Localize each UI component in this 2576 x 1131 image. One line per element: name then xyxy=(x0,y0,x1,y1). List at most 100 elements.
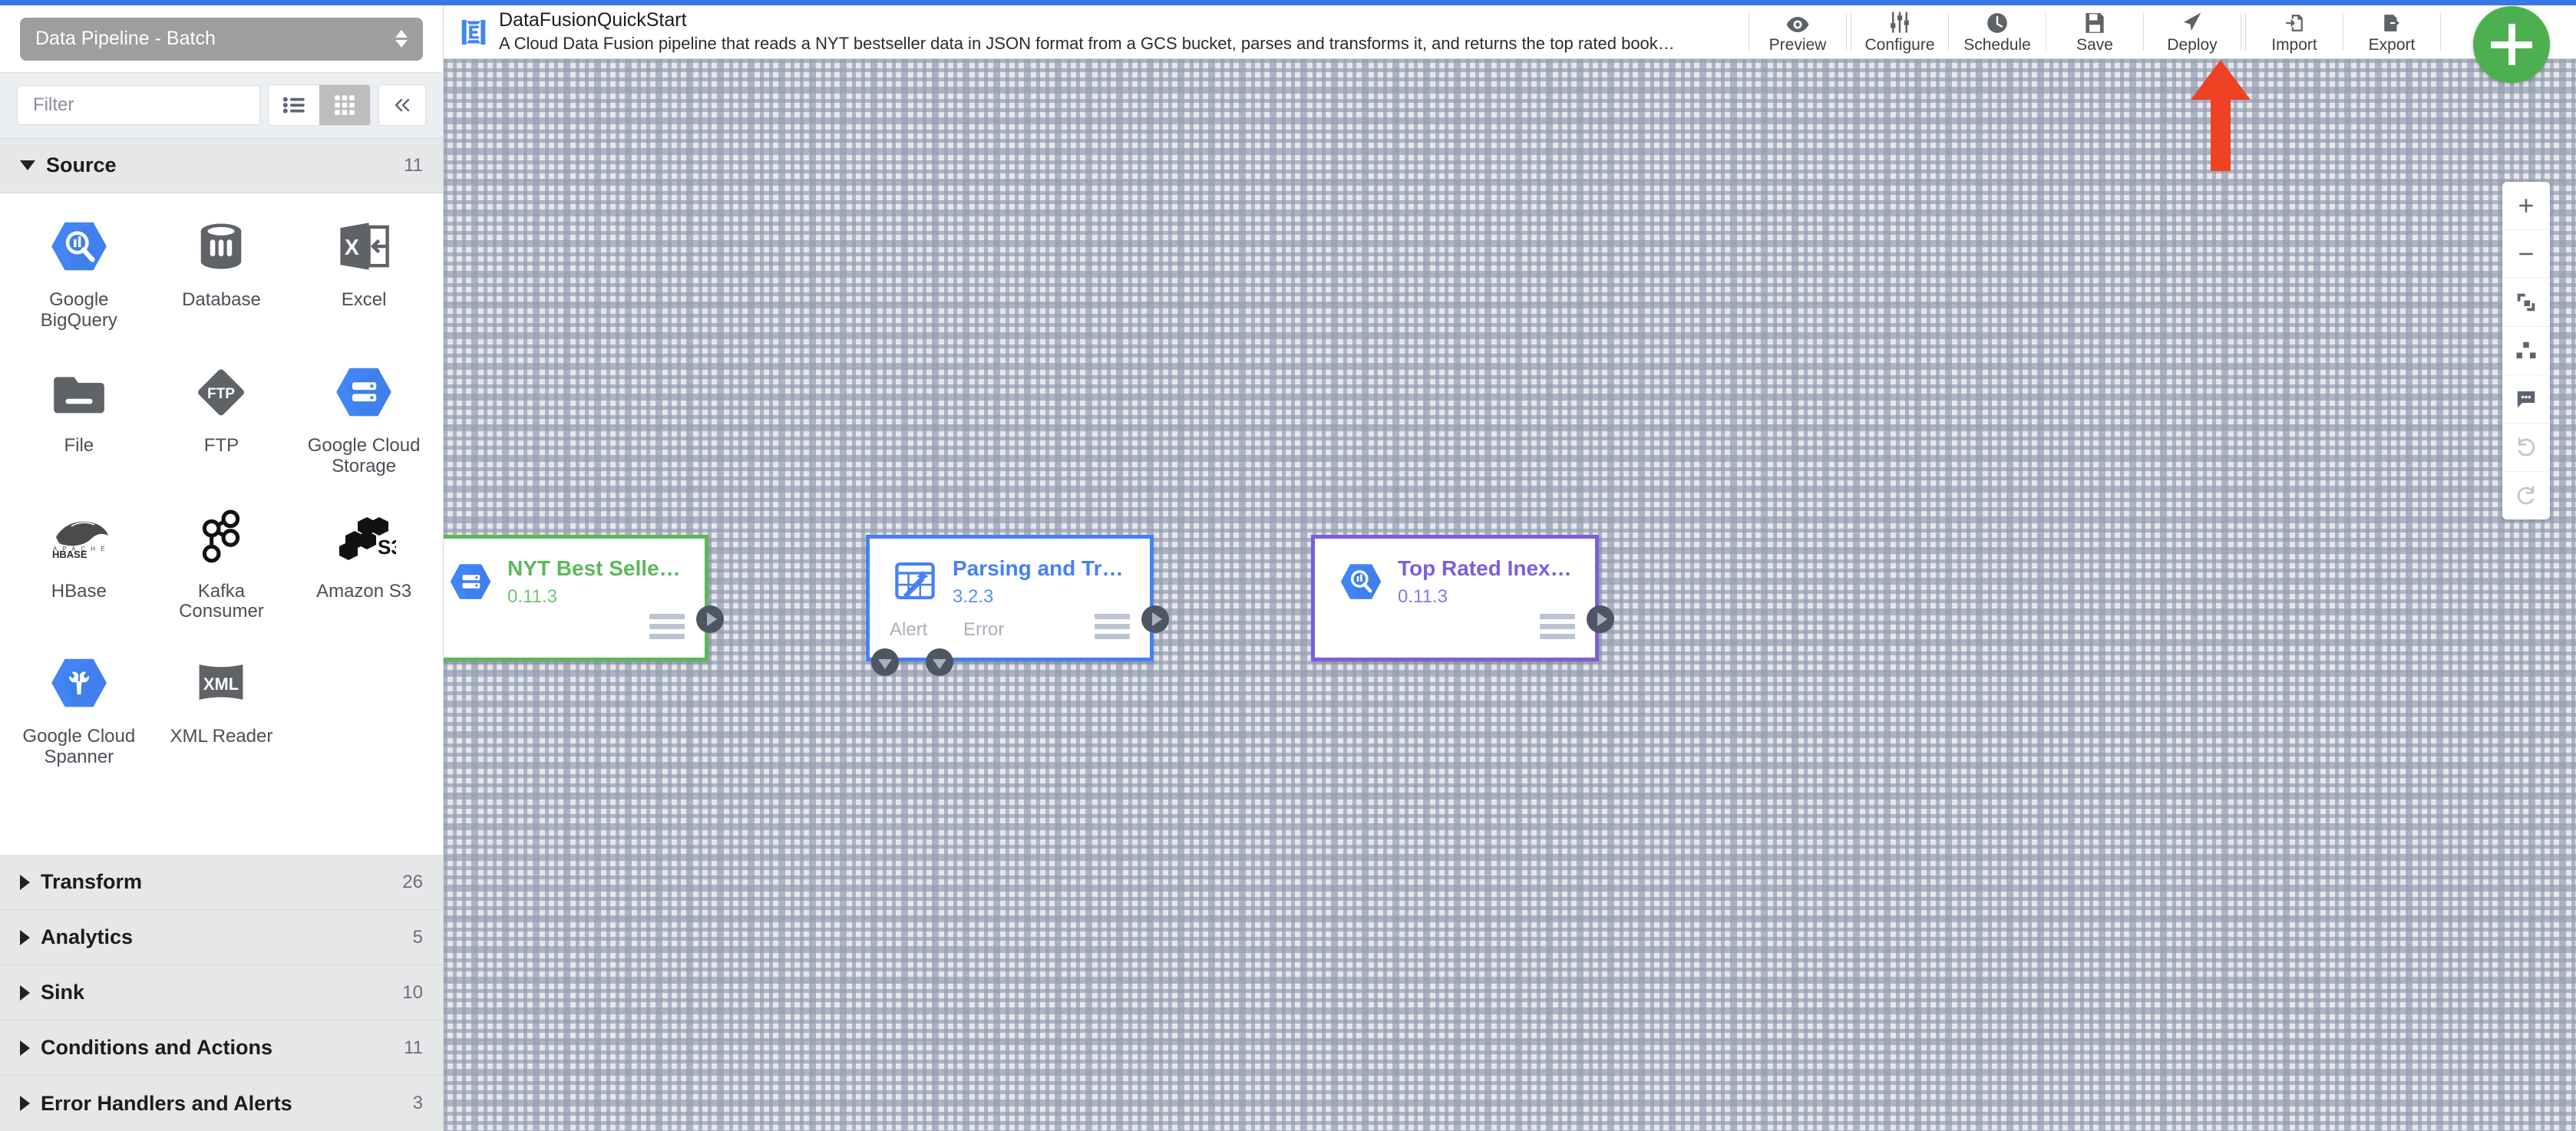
eye-icon xyxy=(1786,9,1809,34)
chevron-right-icon xyxy=(20,929,30,945)
sidebar-group-conditions-and-actions[interactable]: Conditions and Actions 11 xyxy=(0,1021,443,1076)
save-button[interactable]: Save xyxy=(2046,5,2143,58)
node-source-output-port[interactable] xyxy=(696,605,724,633)
node-menu-icon[interactable] xyxy=(1095,614,1130,639)
kafka-icon xyxy=(188,505,254,571)
plugin-sidebar: Data Pipeline - Batch Filter xyxy=(0,5,444,1131)
collapse-sidebar-button[interactable] xyxy=(378,84,426,126)
view-mode-toggle[interactable] xyxy=(268,84,371,126)
configure-button[interactable]: Configure xyxy=(1851,5,1948,58)
zoom-out-button[interactable] xyxy=(2502,230,2550,279)
plugin-grid: Google BigQuery Database xyxy=(0,193,443,810)
schedule-button[interactable]: Schedule xyxy=(1949,5,2046,58)
node-endpoint-label-error: Error xyxy=(963,619,1005,640)
node-sink-output-port[interactable] xyxy=(1587,605,1614,633)
pipeline-canvas[interactable]: NYT Best Selle… 0.11.3 xyxy=(444,59,2576,1131)
fit-to-screen-button[interactable] xyxy=(2502,279,2550,327)
wrangler-icon xyxy=(894,560,937,603)
plugin-item-hbase[interactable]: A P A C H E HBASE HBase xyxy=(8,505,150,623)
plugin-item-amazon-s3[interactable]: S3 Amazon S3 xyxy=(292,505,435,623)
auto-align-button[interactable] xyxy=(2502,327,2550,375)
plugin-item-kafka-consumer[interactable]: Kafka Consumer xyxy=(150,505,293,623)
node-title: Top Rated Inex… xyxy=(1398,556,1572,580)
comment-button[interactable] xyxy=(2502,375,2550,424)
google-bigquery-icon xyxy=(1339,560,1382,603)
xml-reader-icon: XML xyxy=(188,650,254,716)
import-button[interactable]: Import xyxy=(2246,5,2343,58)
export-button[interactable]: Export xyxy=(2343,5,2440,58)
excel-icon: X xyxy=(331,213,397,279)
red-arrow-pointing-to-deploy xyxy=(2191,60,2251,171)
node-menu-icon[interactable] xyxy=(649,614,685,639)
pipeline-node-sink[interactable]: Top Rated Inex… 0.11.3 xyxy=(1311,535,1599,661)
sidebar-group-sink[interactable]: Sink 10 xyxy=(0,965,443,1021)
plugin-item-ftp[interactable]: FTP FTP xyxy=(150,359,293,477)
page-title: DataFusionQuickStart xyxy=(499,9,687,31)
sidebar-collapsed-groups: Transform 26 Analytics 5 Sink 10 Conditi… xyxy=(0,855,443,1131)
pipeline-toolbar: Preview Configure xyxy=(1749,5,2576,58)
pipeline-description: A Cloud Data Fusion pipeline that reads … xyxy=(499,34,1675,54)
toolbar-divider xyxy=(1846,13,1847,51)
grid-view-icon[interactable] xyxy=(319,85,370,125)
deploy-label: Deploy xyxy=(2167,36,2218,54)
plugin-filter-row: Filter xyxy=(0,73,443,138)
redo-button[interactable] xyxy=(2502,472,2550,519)
sidebar-group-source[interactable]: Source 11 xyxy=(0,138,443,193)
toolbar-divider xyxy=(2143,13,2144,51)
deploy-button[interactable]: Deploy xyxy=(2144,5,2241,58)
node-endpoint-label-alert: Alert xyxy=(890,619,928,640)
pipeline-title-block: DataFusionQuickStart A Cloud Data Fusion… xyxy=(499,10,1675,54)
chevron-right-icon xyxy=(20,1096,30,1111)
sidebar-group-error-handlers-and-alerts[interactable]: Error Handlers and Alerts 3 xyxy=(0,1076,443,1131)
node-transform-alert-port[interactable] xyxy=(871,648,899,676)
plugin-label: Database xyxy=(182,289,261,310)
pipeline-node-source[interactable]: NYT Best Selle… 0.11.3 xyxy=(444,535,708,661)
sidebar-group-label: Conditions and Actions xyxy=(41,1036,272,1059)
node-title: Parsing and Tr… xyxy=(953,556,1124,580)
sidebar-group-label: Error Handlers and Alerts xyxy=(41,1091,292,1115)
pipeline-node-transform[interactable]: Parsing and Tr… 3.2.3 Alert Error xyxy=(866,535,1154,661)
svg-text:FTP: FTP xyxy=(207,386,235,402)
clock-icon xyxy=(1986,9,2008,34)
ftp-icon: FTP xyxy=(188,359,254,425)
undo-button[interactable] xyxy=(2502,424,2550,472)
node-transform-output-port[interactable] xyxy=(1141,605,1169,633)
plugin-item-file[interactable]: File xyxy=(8,359,150,477)
plugin-label: Google BigQuery xyxy=(40,289,117,331)
node-menu-icon[interactable] xyxy=(1540,614,1575,639)
node-transform-error-port[interactable] xyxy=(926,648,953,676)
import-label: Import xyxy=(2271,36,2317,54)
search-input[interactable]: Filter xyxy=(17,85,260,125)
configure-label: Configure xyxy=(1864,36,1935,54)
export-arrow-icon xyxy=(2382,9,2402,34)
plugin-item-xml-reader[interactable]: XML XML Reader xyxy=(150,650,293,768)
node-title: NYT Best Selle… xyxy=(507,556,681,580)
plugin-item-google-cloud-storage[interactable]: Google Cloud Storage xyxy=(292,359,435,477)
plugin-item-google-bigquery[interactable]: Google BigQuery xyxy=(8,213,150,331)
chevron-down-icon xyxy=(20,160,35,170)
save-label: Save xyxy=(2076,36,2113,54)
svg-text:X: X xyxy=(345,236,359,260)
sidebar-group-transform[interactable]: Transform 26 xyxy=(0,855,443,910)
pipeline-header: DataFusionQuickStart A Cloud Data Fusion… xyxy=(444,5,2576,59)
toolbar-divider xyxy=(1948,13,1949,51)
sidebar-group-count: 11 xyxy=(404,1037,423,1058)
pipeline-type-select[interactable]: Data Pipeline - Batch xyxy=(20,17,423,61)
plugin-item-database[interactable]: Database xyxy=(150,213,293,331)
sidebar-group-analytics[interactable]: Analytics 5 xyxy=(0,910,443,965)
export-label: Export xyxy=(2368,36,2416,54)
list-view-icon[interactable] xyxy=(269,85,319,125)
plugin-item-google-cloud-spanner[interactable]: Google Cloud Spanner xyxy=(8,650,150,768)
zoom-in-button[interactable] xyxy=(2502,182,2550,230)
sidebar-group-count: 11 xyxy=(404,154,423,176)
preview-button[interactable]: Preview xyxy=(1749,5,1846,58)
plugin-item-excel[interactable]: X Excel xyxy=(292,213,435,331)
svg-text:HBASE: HBASE xyxy=(52,549,88,559)
schedule-label: Schedule xyxy=(1963,36,2031,54)
canvas-controls[interactable] xyxy=(2502,182,2550,519)
sidebar-group-count: 5 xyxy=(412,926,423,948)
plugin-label: FTP xyxy=(203,434,239,456)
add-plugin-fab-button[interactable] xyxy=(2473,6,2550,83)
pipeline-type-value: Data Pipeline - Batch xyxy=(35,28,216,49)
